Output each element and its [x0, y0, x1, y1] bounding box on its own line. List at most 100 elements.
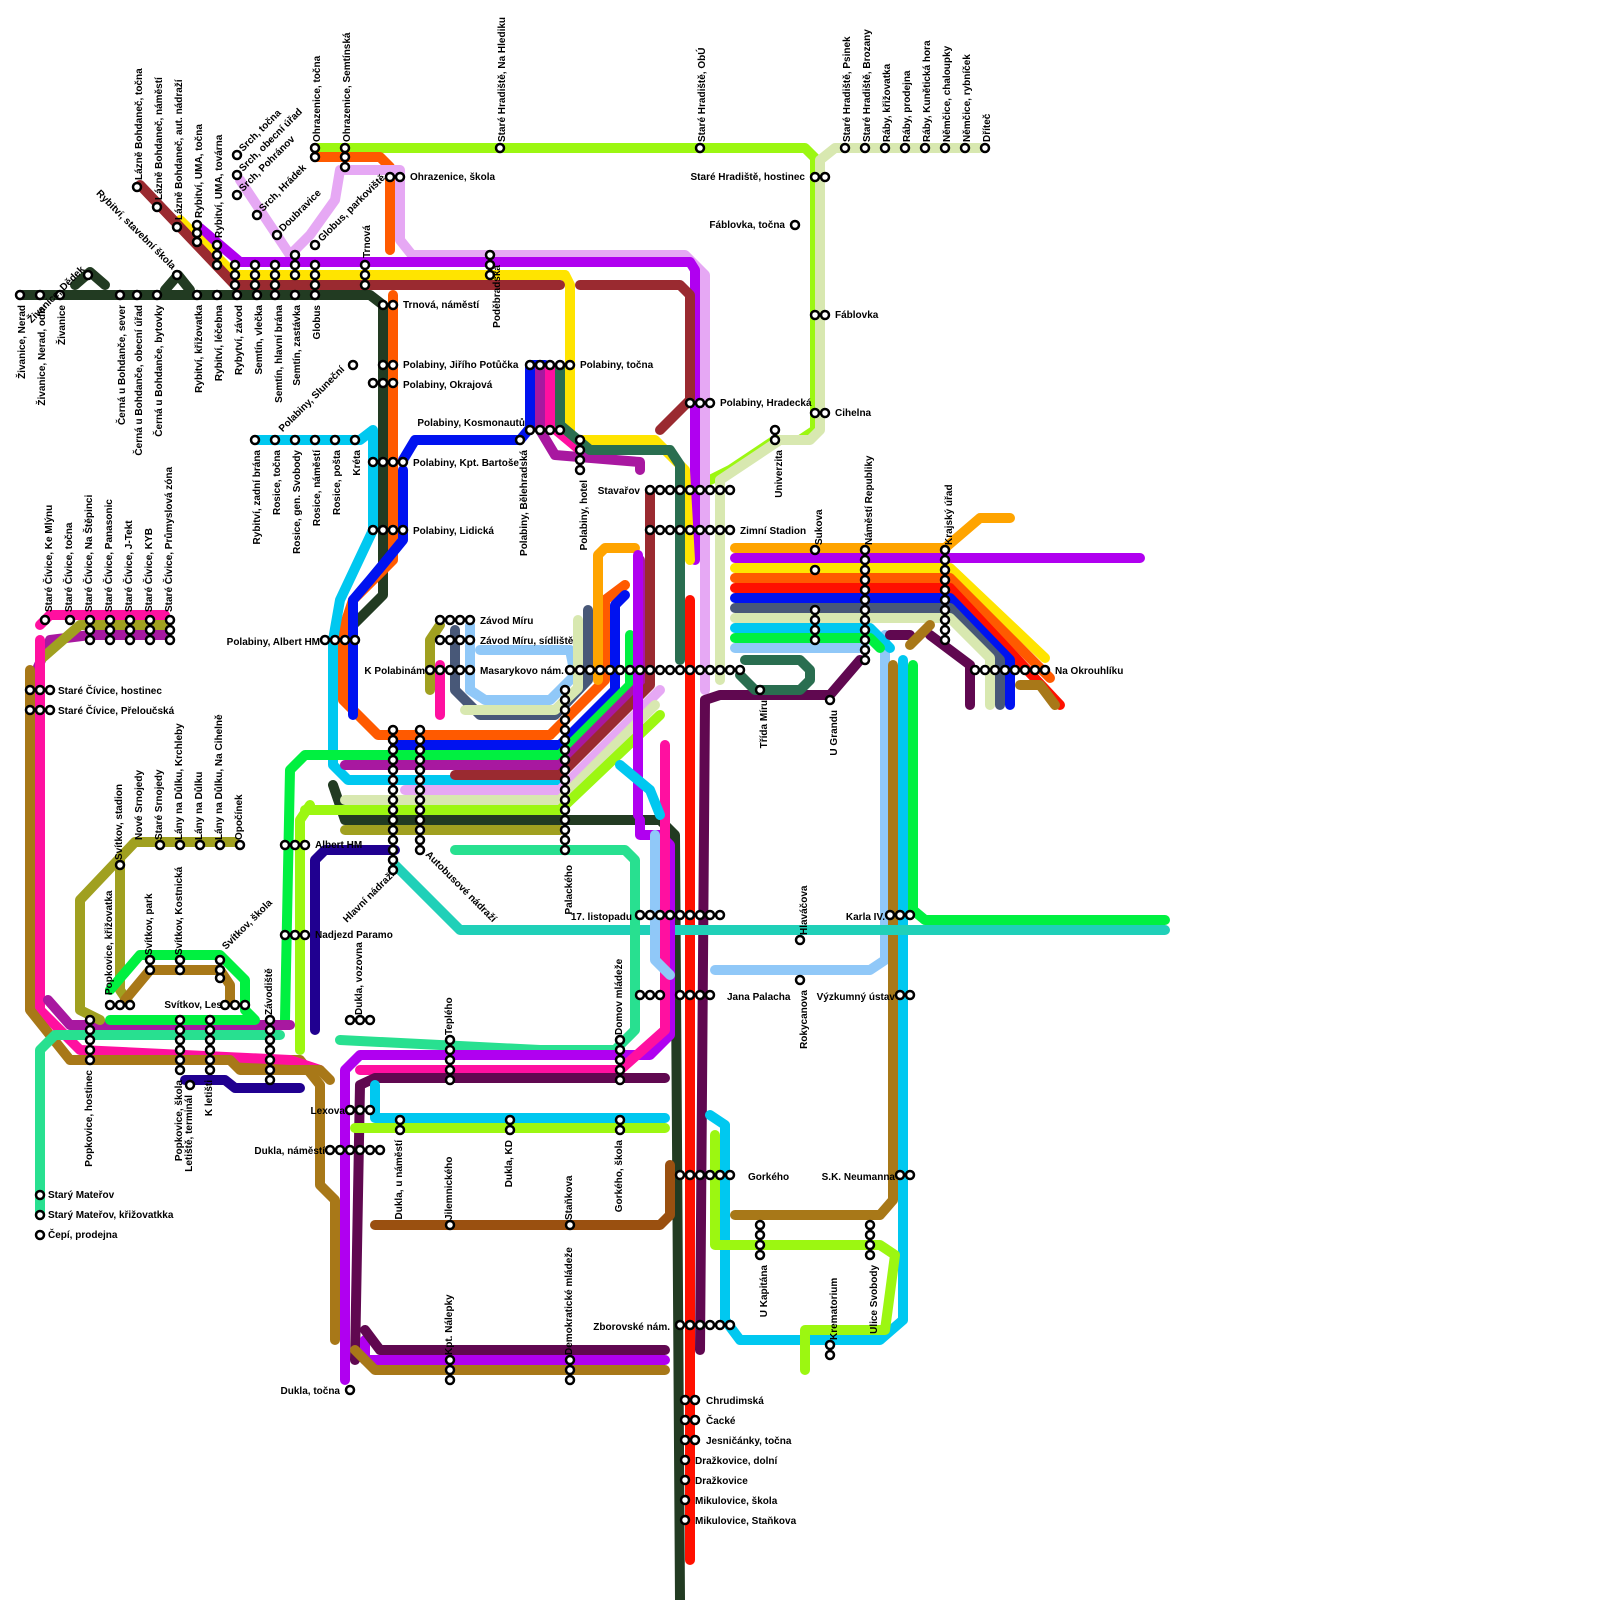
stop-marker[interactable]	[144, 954, 156, 966]
stop-marker[interactable]	[231, 149, 243, 161]
stop-marker[interactable]	[104, 999, 116, 1011]
stop-marker[interactable]	[104, 624, 116, 636]
stop-marker[interactable]	[559, 794, 571, 806]
stop-marker[interactable]	[249, 259, 261, 271]
stop-marker[interactable]	[899, 142, 911, 154]
stop-marker[interactable]	[559, 834, 571, 846]
stop-marker[interactable]	[444, 664, 456, 676]
stop-marker[interactable]	[204, 1014, 216, 1026]
stop-marker[interactable]	[64, 614, 76, 626]
stop-marker[interactable]	[249, 434, 261, 446]
stop-marker[interactable]	[684, 989, 696, 1001]
stop-marker[interactable]	[654, 909, 666, 921]
stop-marker[interactable]	[434, 614, 446, 626]
stop-marker[interactable]	[859, 634, 871, 646]
stop-marker[interactable]	[151, 201, 163, 213]
stop-marker[interactable]	[919, 142, 931, 154]
stop-marker[interactable]	[394, 1124, 406, 1136]
stop-marker[interactable]	[809, 614, 821, 626]
stop-marker[interactable]	[219, 999, 231, 1011]
stop-marker[interactable]	[414, 834, 426, 846]
stop-marker[interactable]	[191, 236, 203, 248]
stop-marker[interactable]	[344, 1384, 356, 1396]
stop-marker[interactable]	[114, 289, 126, 301]
stop-marker[interactable]	[174, 964, 186, 976]
stop-marker[interactable]	[309, 151, 321, 163]
stop-marker[interactable]	[444, 1374, 456, 1386]
stop-marker[interactable]	[674, 664, 686, 676]
stop-marker[interactable]	[174, 954, 186, 966]
stop-marker[interactable]	[624, 664, 636, 676]
stop-marker[interactable]	[894, 909, 906, 921]
stop-marker[interactable]	[384, 171, 396, 183]
stop-marker[interactable]	[414, 814, 426, 826]
stop-marker[interactable]	[684, 524, 696, 536]
stop-marker[interactable]	[414, 844, 426, 856]
stop-marker[interactable]	[231, 169, 243, 181]
stop-marker[interactable]	[387, 764, 399, 776]
stop-marker[interactable]	[387, 734, 399, 746]
stop-marker[interactable]	[211, 289, 223, 301]
stop-marker[interactable]	[674, 484, 686, 496]
stop-marker[interactable]	[184, 1079, 196, 1091]
stop-marker[interactable]	[414, 794, 426, 806]
stop-marker[interactable]	[939, 554, 951, 566]
stop-marker[interactable]	[264, 1024, 276, 1036]
stop-marker[interactable]	[504, 1124, 516, 1136]
stop-marker[interactable]	[367, 377, 379, 389]
stop-marker[interactable]	[524, 424, 536, 436]
stop-marker[interactable]	[554, 359, 566, 371]
stop-marker[interactable]	[809, 171, 821, 183]
stop-marker[interactable]	[939, 544, 951, 556]
stop-marker[interactable]	[559, 724, 571, 736]
stop-marker[interactable]	[289, 434, 301, 446]
stop-marker[interactable]	[614, 1054, 626, 1066]
stop-marker[interactable]	[724, 664, 736, 676]
stop-marker[interactable]	[171, 269, 183, 281]
stop-marker[interactable]	[684, 909, 696, 921]
stop-marker[interactable]	[614, 1044, 626, 1056]
stop-marker[interactable]	[24, 684, 36, 696]
stop-marker[interactable]	[329, 434, 341, 446]
stop-marker[interactable]	[214, 954, 226, 966]
stop-marker[interactable]	[859, 544, 871, 556]
stop-marker[interactable]	[387, 804, 399, 816]
stop-marker[interactable]	[559, 824, 571, 836]
stop-marker[interactable]	[644, 664, 656, 676]
stop-marker[interactable]	[679, 1494, 691, 1506]
stop-marker[interactable]	[289, 839, 301, 851]
stop-marker[interactable]	[754, 1219, 766, 1231]
stop-marker[interactable]	[444, 1034, 456, 1046]
stop-marker[interactable]	[859, 594, 871, 606]
stop-marker[interactable]	[34, 704, 46, 716]
stop-marker[interactable]	[344, 1144, 356, 1156]
stop-marker[interactable]	[164, 634, 176, 646]
stop-marker[interactable]	[824, 1339, 836, 1351]
stop-marker[interactable]	[387, 834, 399, 846]
stop-marker[interactable]	[689, 1414, 701, 1426]
stop-marker[interactable]	[464, 634, 476, 646]
stop-marker[interactable]	[414, 754, 426, 766]
stop-marker[interactable]	[679, 1414, 691, 1426]
stop-marker[interactable]	[364, 1144, 376, 1156]
stop-marker[interactable]	[204, 1034, 216, 1046]
stop-marker[interactable]	[374, 1144, 386, 1156]
stop-marker[interactable]	[559, 774, 571, 786]
stop-marker[interactable]	[864, 1249, 876, 1261]
stop-marker[interactable]	[654, 989, 666, 1001]
stop-marker[interactable]	[34, 289, 46, 301]
stop-marker[interactable]	[344, 1104, 356, 1116]
stop-marker[interactable]	[634, 989, 646, 1001]
stop-marker[interactable]	[559, 694, 571, 706]
stop-marker[interactable]	[674, 1169, 686, 1181]
stop-marker[interactable]	[414, 784, 426, 796]
stop-marker[interactable]	[524, 359, 536, 371]
stop-marker[interactable]	[387, 744, 399, 756]
stop-marker[interactable]	[271, 229, 283, 241]
stop-marker[interactable]	[214, 972, 226, 984]
stop-marker[interactable]	[704, 1169, 716, 1181]
stop-marker[interactable]	[174, 1014, 186, 1026]
stop-marker[interactable]	[347, 359, 359, 371]
stop-marker[interactable]	[894, 989, 906, 1001]
stop-marker[interactable]	[124, 999, 136, 1011]
